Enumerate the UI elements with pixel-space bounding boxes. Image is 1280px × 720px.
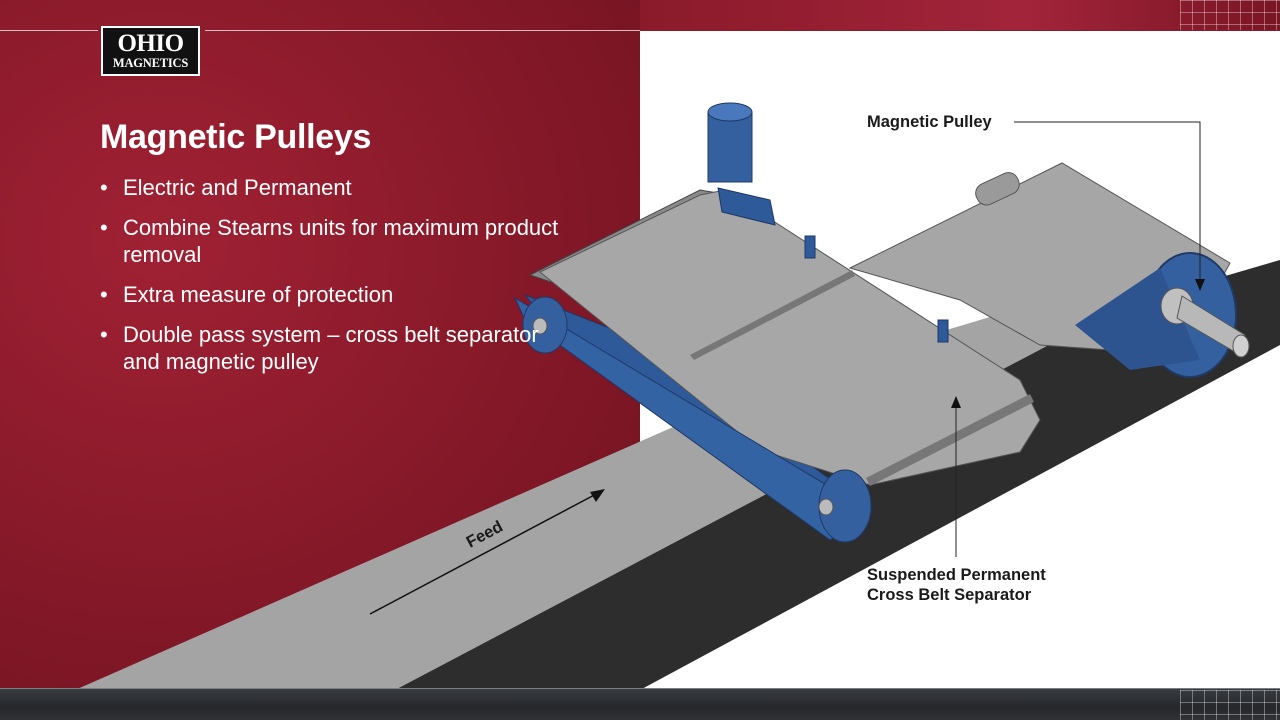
- top-red-strip: [640, 0, 1280, 30]
- separator-leader-arrow: [951, 396, 961, 408]
- magnetic-pulley-leader-arrow: [1195, 279, 1205, 291]
- top-rule-right: [205, 30, 640, 31]
- separator-label-line2: Cross Belt Separator: [867, 586, 1032, 604]
- separator-hub-left: [532, 317, 548, 335]
- bullet-dot: •: [100, 215, 108, 240]
- motor-top: [707, 102, 753, 122]
- pulley-shaft-end: [1232, 334, 1250, 358]
- bullet-dot: •: [100, 322, 108, 347]
- feed-arrow-head: [590, 489, 605, 502]
- motor-mount: [717, 187, 776, 226]
- grid-decoration-top: [1180, 0, 1280, 30]
- logo-line-1: OHIO: [117, 30, 184, 57]
- bottom-rule: [0, 688, 1280, 689]
- bullet-text: Double pass system – cross belt separato…: [123, 322, 539, 374]
- drive-motor: [707, 111, 753, 183]
- separator-belt: [539, 189, 1041, 486]
- bullet-text: Electric and Permanent: [123, 175, 352, 200]
- conveyor-diagram: Feed Magnetic Pulley Suspended Permanent…: [75, 102, 1280, 690]
- bottom-texture-bar: [0, 688, 1280, 720]
- bullet-dot: •: [100, 175, 108, 200]
- separator-cleat-2: [866, 394, 1034, 486]
- separator-cleat-1: [690, 270, 855, 360]
- logo-line-2: MAGNETICS: [112, 56, 189, 70]
- top-rule-left: [0, 30, 98, 31]
- slide-title: Magnetic Pulleys: [100, 118, 372, 156]
- separator-label-line1: Suspended Permanent: [867, 566, 1046, 584]
- bullet-text: Extra measure of protection: [123, 282, 394, 307]
- bullet-item: • Combine Stearns units for maximum produ…: [100, 214, 560, 268]
- bullet-item: • Double pass system – cross belt separat…: [100, 321, 560, 375]
- bullet-item: • Electric and Permanent: [100, 174, 560, 201]
- bullet-item: • Extra measure of protection: [100, 281, 560, 308]
- grid-decoration-bottom: [1180, 690, 1280, 720]
- bullet-dot: •: [100, 282, 108, 307]
- ohio-magnetics-logo: OHIO MAGNETICS: [101, 26, 200, 76]
- bullet-list: • Electric and Permanent • Combine Stearns…: [100, 174, 560, 388]
- bullet-text: Combine Stearns units for maximum produc…: [123, 215, 559, 267]
- magnetic-pulley-leader: [1014, 121, 1201, 285]
- rear-shaft: [975, 172, 1020, 206]
- separator-bracket-1: [804, 235, 816, 259]
- magnetic-pulley-label: Magnetic Pulley: [867, 113, 993, 131]
- separator-hub-right: [818, 498, 834, 516]
- separator-bracket-2: [937, 319, 949, 343]
- feed-arrow-line: [369, 492, 599, 615]
